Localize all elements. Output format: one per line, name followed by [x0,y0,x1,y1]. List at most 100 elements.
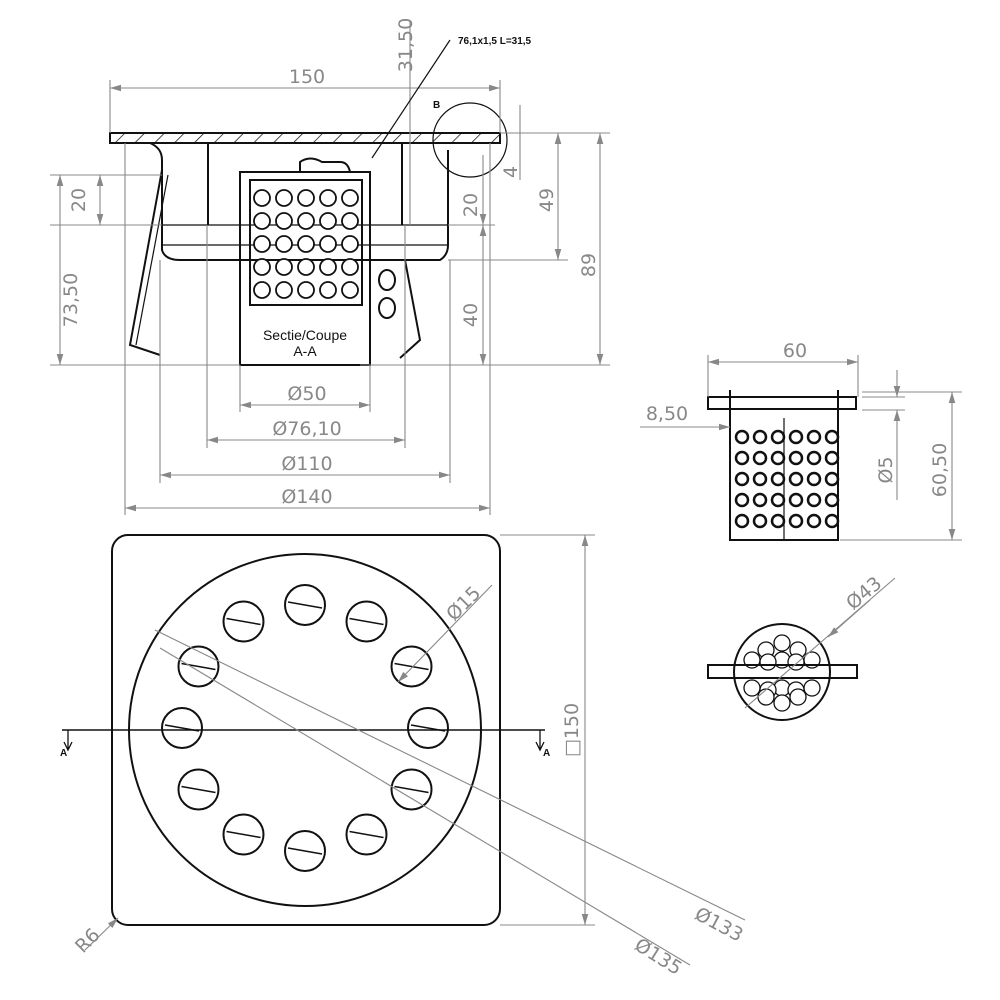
basket-hole [824,492,840,508]
basket-hole [275,258,293,276]
basket-hole [341,258,359,276]
basket-top-view: Ø43 [707,572,896,721]
left-clip [128,169,163,356]
section-mark-left: A [60,748,67,759]
basket-hole [319,189,337,207]
basket-hole [788,513,804,529]
dim-8-50: 8,50 [646,403,688,425]
basket-side-view: 60 8,50 Ø5 60,50 [640,340,962,541]
basket-hole [341,212,359,230]
dim-31-50: 31,50 [395,18,417,72]
basket-hole [319,258,337,276]
basket-handle-bar [707,396,857,410]
basket-hole [824,513,840,529]
basket-top-hole [789,688,807,706]
basket-hole [734,471,750,487]
dim-dia-140: Ø140 [281,486,332,508]
basket-hole [752,471,768,487]
basket-top-hole [773,694,791,712]
dim-basket-dia-43: Ø43 [842,572,886,614]
basket-hole [734,492,750,508]
basket-hole [806,450,822,466]
pipe-note: 76,1x1,5 L=31,5 [458,36,532,47]
basket-hole [734,513,750,529]
section-view: Sectie/Coupe A-A B [109,100,508,366]
section-arrow-left [63,730,73,752]
basket-side-holes [734,429,840,529]
basket-hole [734,450,750,466]
basket-hole [752,513,768,529]
basket-hole [824,471,840,487]
body-outline [149,142,449,261]
basket-hole [806,429,822,445]
basket-top-bar [707,664,858,679]
pipe-leader [371,39,451,159]
dim-dia-76: Ø76,10 [272,418,341,440]
basket-hole [319,281,337,299]
section-title: Sectie/Coupe [263,327,347,343]
basket-top-holes [743,634,821,712]
dim-73-50: 73,50 [60,273,82,327]
dim-20-right: 20 [460,193,482,217]
basket-hole [341,189,359,207]
section-arrow-right [535,730,545,752]
dim-width-150: 150 [289,66,325,88]
basket-hole [275,212,293,230]
detail-label: B [433,100,440,111]
basket-hole [770,471,786,487]
basket-hole [319,235,337,253]
dim-89: 89 [578,253,600,277]
basket-top-hole [787,653,805,671]
dim-dia-135: Ø135 [631,934,686,980]
basket-hole [806,471,822,487]
dim-square-150: □150 [561,703,583,757]
basket-hole [275,235,293,253]
dim-hole-15: Ø15 [442,582,485,625]
basket-hole [297,235,315,253]
basket-hole [770,513,786,529]
basket-top-hole [743,679,761,697]
dim-radius-6: R6 [71,924,104,957]
basket-holes [253,189,359,299]
flange-plate [109,132,501,144]
basket-hole [275,281,293,299]
basket-hole [752,429,768,445]
basket-top-circle [733,623,831,721]
basket-hole [752,450,768,466]
dim-basket-height: 60,50 [929,443,951,497]
basket-hole [806,492,822,508]
basket-hole [297,212,315,230]
basket-hole [734,429,750,445]
dim-4: 4 [500,166,522,178]
dim-49: 49 [536,188,558,212]
basket-top-hole [757,688,775,706]
basket-top-hole [773,634,791,652]
dim-dia-133: Ø133 [691,903,747,946]
basket-hole [253,212,271,230]
basket-hole [297,189,315,207]
basket-section [239,171,371,366]
basket-hole [770,429,786,445]
basket-hole [806,513,822,529]
basket-hole [788,471,804,487]
basket-hole [253,258,271,276]
basket-hole [253,281,271,299]
basket-hole [297,258,315,276]
dim-dia-50: Ø50 [287,383,326,405]
dim-20-left: 20 [68,188,90,212]
plan-view: A A □150 Ø15 Ø133 Ø135 R6 [60,534,747,980]
basket-hole [275,189,293,207]
basket-top-hole [759,653,777,671]
basket-hole [319,212,337,230]
section-dimensions: 150 31,50 76,1x1,5 L=31,5 89 49 4 20 40 … [50,18,610,515]
basket-hole [253,189,271,207]
right-clip [399,259,422,359]
basket-hole [824,429,840,445]
basket-hole [788,492,804,508]
basket-hole [788,450,804,466]
dim-basket-hole-5: Ø5 [875,456,897,483]
section-name: A-A [293,343,317,359]
dim-dia-110: Ø110 [281,453,332,475]
basket-hole [824,450,840,466]
